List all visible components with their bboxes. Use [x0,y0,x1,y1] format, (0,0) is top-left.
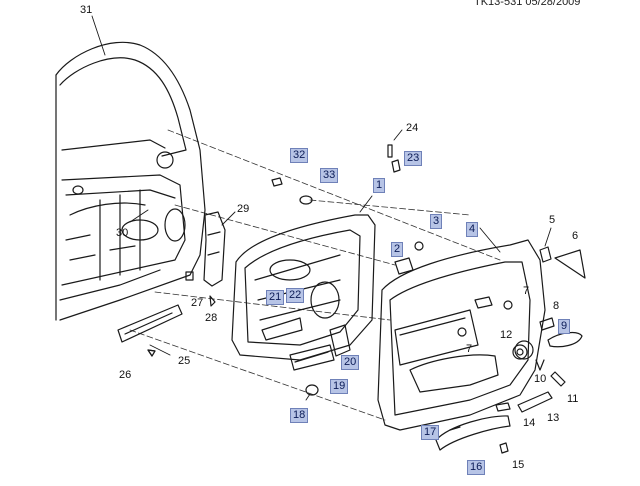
callout-9: 9 [558,319,571,334]
callout-26: 26 [119,369,132,381]
callout-13: 13 [547,412,560,424]
callout-25: 25 [178,355,191,367]
callout-7-lower: 7 [466,343,473,355]
bottom-fastener-18 [305,384,319,401]
callout-28: 28 [205,312,218,324]
callout-8: 8 [553,300,560,312]
callout-31: 31 [80,4,93,16]
bracket-part [203,211,236,287]
callout-6: 6 [572,230,579,242]
callout-15: 15 [512,459,525,471]
callout-24: 24 [406,122,419,134]
callout-23: 23 [404,151,423,166]
switch-bezel-parts [539,317,583,348]
small-fasteners [129,209,216,307]
mirror-trim-parts [539,227,586,279]
fastener-26 [147,349,156,357]
callout-20: 20 [341,355,360,370]
pull-cup-13 [517,391,553,413]
callout-27: 27 [191,297,204,309]
callout-22: 22 [286,288,305,303]
callout-12: 12 [500,329,513,341]
callout-5: 5 [549,214,556,226]
callout-19: 19 [330,379,349,394]
callout-17: 17 [421,425,440,440]
callout-7-upper: 7 [523,285,530,297]
lower-channel-part [117,304,183,357]
bracket-14 [495,402,511,412]
callout-14: 14 [523,417,536,429]
callout-10: 10 [534,373,547,385]
stud-and-screw [535,359,566,387]
door-module-panel [231,195,376,361]
callout-1: 1 [373,178,386,193]
callout-33: 33 [320,168,339,183]
callout-11: 11 [567,393,579,405]
pull-handle [435,415,511,451]
callout-18: 18 [290,408,309,423]
callout-4: 4 [466,222,479,237]
callout-30: 30 [116,227,129,239]
door-frame-outline [55,41,206,321]
speaker-grille-12 [514,340,534,360]
callout-21: 21 [266,290,285,305]
callout-2: 2 [391,242,404,257]
fastener-7 [457,300,513,337]
door-trim-panel [377,227,546,431]
screw-15 [499,442,509,454]
upper-fasteners [271,129,403,205]
callout-3: 3 [430,214,443,229]
callout-29: 29 [237,203,250,215]
window-regulator-parts [289,324,351,371]
drawing-reference-number: TK13-531 05/28/2009 [474,0,581,8]
callout-32: 32 [290,148,309,163]
alignment-lines [129,129,501,421]
callout-16: 16 [467,460,486,475]
